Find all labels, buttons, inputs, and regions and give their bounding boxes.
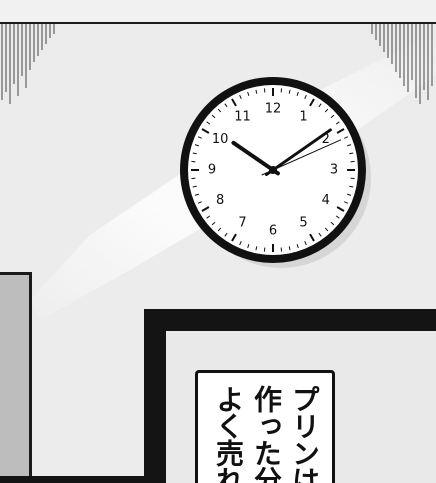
clock-minute-tick — [349, 152, 354, 155]
clock-hour-tick — [231, 233, 237, 242]
clock-numeral: 10 — [212, 132, 229, 147]
clock-minute-tick — [211, 221, 216, 226]
clock-minute-tick — [347, 193, 352, 196]
clock-minute-tick — [335, 121, 340, 125]
clock-hour-tick — [201, 128, 210, 134]
clock-numeral: 5 — [299, 215, 307, 230]
clock-hour-tick — [309, 98, 315, 107]
clock-minute-tick — [206, 215, 211, 219]
clock-minute-tick — [330, 221, 335, 226]
clock-minute-tick — [324, 108, 329, 113]
clock-minute-tick — [296, 244, 299, 249]
clock-minute-tick — [347, 144, 352, 147]
clock-minute-tick — [296, 91, 299, 96]
floor-edge — [0, 476, 146, 483]
clock-minute-tick — [344, 201, 349, 204]
clock-numerals: 12 12 345 6 789 10 11 — [208, 102, 338, 239]
clock-minute-tick — [224, 103, 228, 108]
clock-numeral: 2 — [322, 132, 330, 147]
clock-minute-tick — [197, 136, 202, 139]
clock-minute-hand — [264, 128, 332, 177]
clock-minute-tick — [224, 232, 228, 237]
clock-numeral: 3 — [330, 163, 338, 178]
clock-hour-tick — [231, 98, 237, 107]
clock-minute-tick — [217, 227, 222, 232]
clock-minute-tick — [239, 94, 242, 99]
clock-minute-tick — [304, 94, 307, 99]
clock-minute-tick — [247, 244, 250, 249]
clock-minute-tick — [197, 201, 202, 204]
clock-minute-tick — [247, 91, 250, 96]
clock-minute-tick — [288, 89, 291, 94]
clock-minute-tick — [349, 185, 354, 188]
clock-minute-tick — [324, 227, 329, 232]
clock-minute-tick — [255, 246, 258, 251]
clock-hour-tick — [309, 233, 315, 242]
left-pillar — [0, 272, 32, 483]
ceiling-vent-icon — [371, 24, 433, 104]
clock-minute-tick — [318, 103, 322, 108]
clock-hands — [231, 128, 342, 177]
clock-minute-tick — [288, 246, 291, 251]
ceiling — [0, 0, 436, 24]
clock-numeral: 8 — [216, 193, 224, 208]
clock-minute-tick — [217, 108, 222, 113]
clock-minute-tick — [304, 241, 307, 246]
clock-minute-tick — [344, 136, 349, 139]
clock-ticks — [191, 88, 355, 252]
clock-numeral: 7 — [238, 215, 246, 230]
clock-numeral: 6 — [269, 224, 277, 239]
clock-minute-tick — [211, 114, 216, 119]
caption-box: プリンは 作った分 よく売れ — [195, 370, 335, 483]
clock-minute-tick — [192, 152, 197, 155]
clock-minute-tick — [255, 89, 258, 94]
clock-hour-tick — [336, 206, 345, 212]
clock-numeral: 12 — [265, 102, 282, 117]
caption-line-3: よく売れ — [212, 385, 245, 483]
clock-minute-tick — [330, 114, 335, 119]
clock-minute-tick — [192, 185, 197, 188]
clock-numeral: 9 — [208, 163, 216, 178]
clock-minute-tick — [318, 232, 322, 237]
clock-hour-tick — [201, 206, 210, 212]
clock-minute-tick — [239, 241, 242, 246]
wall-clock-icon: 12 12 345 6 789 10 11 — [180, 77, 371, 268]
clock-minute-tick — [335, 215, 340, 219]
clock-numeral: 4 — [322, 193, 330, 208]
caption-line-2: 作った分 — [250, 385, 283, 483]
clock-hub — [269, 166, 277, 174]
clock-hour-tick — [336, 128, 345, 134]
clock-numeral: 1 — [299, 110, 307, 125]
clock-minute-tick — [194, 144, 199, 147]
clock-minute-tick — [206, 121, 211, 125]
caption-line-1: プリンは — [288, 385, 321, 483]
clock-numeral: 11 — [234, 110, 251, 125]
ceiling-vent-icon — [1, 24, 55, 104]
clock-minute-tick — [194, 193, 199, 196]
